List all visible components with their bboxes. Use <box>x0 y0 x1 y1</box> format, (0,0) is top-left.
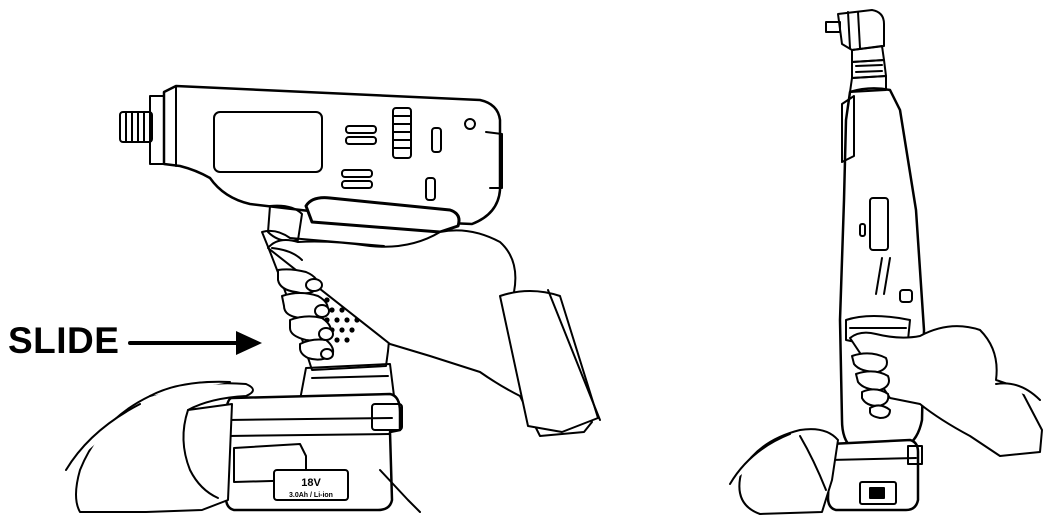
battery-pack-right <box>828 440 922 510</box>
angle-tool <box>826 10 924 510</box>
display-window <box>214 112 322 172</box>
slide-arrow <box>130 331 262 355</box>
control-buttons <box>342 108 475 200</box>
battery-spec-label: 3.0Ah / Li-ion <box>289 492 333 499</box>
angle-head <box>826 10 886 92</box>
gripping-hand-right <box>850 326 1042 456</box>
slide-label: SLIDE <box>8 322 119 359</box>
battery-voltage-label: 18V <box>301 477 321 489</box>
output-spindle <box>120 96 164 164</box>
battery-pack-left: 18V 3.0Ah / Li-ion <box>226 394 402 510</box>
battery-hand-right <box>730 429 838 514</box>
